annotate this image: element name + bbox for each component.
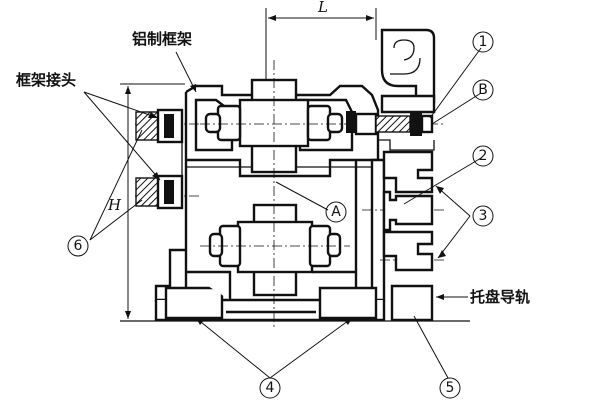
callout-6-text: 6: [74, 238, 83, 254]
callout-1-text: 1: [479, 34, 488, 50]
callout-B-text: B: [478, 82, 488, 98]
callout-4-text: 4: [266, 380, 275, 396]
callout-3-text: 3: [479, 208, 488, 224]
callout-B: B: [472, 79, 494, 101]
frame-joint-lower: [135, 174, 184, 210]
pallet-rail-label: 托盘导轨: [470, 288, 530, 306]
callout-5: 5: [439, 377, 461, 399]
frame-joint-label: 框架接头: [16, 71, 76, 89]
callout-1: 1: [472, 31, 494, 53]
callout-A: A: [325, 201, 347, 223]
callout-6: 6: [67, 235, 89, 257]
rail-clip: [377, 28, 436, 160]
right-rail-profiles: [382, 150, 434, 322]
leader-lines: [83, 47, 482, 379]
callout-4: 4: [259, 377, 281, 399]
bolt-B: [354, 112, 434, 136]
dimension-H: H: [107, 83, 185, 322]
dimension-L-label: L: [317, 0, 328, 16]
callout-2: 2: [472, 145, 494, 167]
callout-A-text: A: [331, 204, 341, 220]
frame-joint-upper: [135, 108, 184, 144]
lower-sprocket-assembly: [208, 203, 342, 297]
callout-2-text: 2: [479, 148, 488, 164]
dimension-H-label: H: [107, 196, 122, 214]
callout-3: 3: [472, 205, 494, 227]
callout-5-text: 5: [446, 380, 455, 396]
aluminum-frame-label: 铝制框架: [132, 30, 192, 48]
